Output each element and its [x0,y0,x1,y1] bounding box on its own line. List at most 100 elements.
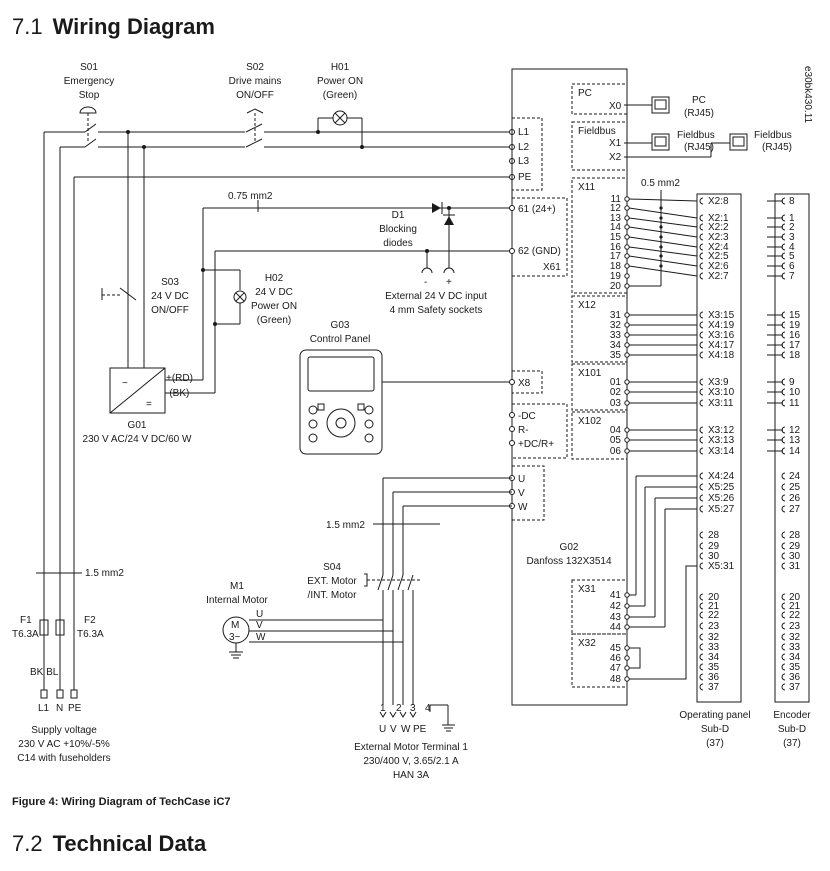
d1-label: D1 Blocking diodes [379,210,417,249]
enc-terminal-icon [781,494,786,502]
g03-name: Control Panel [310,334,371,345]
d1-id: D1 [392,210,405,221]
x12-group-box [571,295,628,363]
term-r-minus: R- [518,425,529,436]
signal-wire [628,226,698,238]
x12-pin-32: 32 [610,320,622,331]
mt-term-u: U [379,724,386,735]
figure-caption: Figure 4: Wiring Diagram of TechCase iC7 [12,796,231,808]
wire-15-motor-label: 1.5 mm2 [326,520,365,531]
enc-term-24: 24 [789,471,801,482]
x12-pin-31-terminal [624,312,630,318]
x11-pin-19: 19 [610,271,622,282]
enc-term-33: 33 [789,642,801,653]
section-number-2: 7.2 [12,831,43,856]
h02-id: H02 [265,273,284,284]
enc-term-10: 10 [789,387,801,398]
fieldbus-port-box [571,121,628,171]
s02-name: Drive mains [229,76,282,87]
op-term-32: 32 [708,632,720,643]
x12-pin-35: 35 [610,350,622,361]
op-term-x4-19: X4:19 [708,320,735,331]
enc-terminal-icon [781,593,786,601]
enc-term-20: 20 [789,592,801,603]
op-terminal-icon [699,388,704,396]
h02-desc: Power ON [251,301,297,312]
op-term-33: 33 [708,642,720,653]
enc-terminal-icon [781,633,786,641]
x11-pin-15-terminal [624,234,630,240]
mt-num-2: 2 [396,703,402,714]
enc-term-31: 31 [789,561,801,572]
enc-term-19: 19 [789,320,801,331]
x11-pin-15: 15 [610,232,622,243]
s03-name: 24 V DC [151,291,189,302]
x101-pin-03: 03 [610,398,622,409]
enc-term-7: 7 [789,271,795,282]
x102-pin-04-terminal [624,427,630,433]
op-terminal-icon [699,552,704,560]
op-term-34: 34 [708,652,720,663]
motor-symbol: M [231,620,239,631]
x11-pin-13-terminal [624,215,630,221]
fuse-f1-icon [39,619,49,636]
s01-label: S01 Emergency Stop [64,62,115,101]
motor-term-w: W [256,632,266,643]
signal-wire [628,265,698,277]
supply-line2: 230 V AC +10%/-5% [18,739,110,750]
enc-term-15: 15 [789,310,801,321]
x31-pin-42: 42 [610,601,622,612]
term-l2: L2 [518,142,530,153]
x32-pin-47: 47 [610,663,622,674]
op-term-x2-1: X2:1 [708,213,729,224]
supply-label: Supply voltage 230 V AC +10%/-5% C14 wit… [17,725,110,764]
enc-term-26: 26 [789,493,801,504]
g01-psu-box [109,367,166,414]
wire-075-label: 0.75 mm2 [228,191,273,202]
enc-term-14: 14 [789,446,801,457]
x102-pin-05: 05 [610,435,622,446]
term-v: V [518,488,525,499]
ext24-line1: External 24 V DC input [385,291,487,302]
encoder-subd [774,193,810,703]
x32-pin-45-terminal [624,645,630,651]
socket-plus: + [446,277,452,288]
term-l1: L1 [518,127,530,138]
op-term-20: 20 [708,592,720,603]
op-term-x5-27: X5:27 [708,504,735,515]
control-panel-icon [299,349,383,455]
x11-pin-16-terminal [624,244,630,250]
enc-term-29: 29 [789,541,801,552]
enc-terminal-icon [781,472,786,480]
f2-rating: T6.3A [77,629,104,640]
op-term-x2-6: X2:6 [708,261,729,272]
op-term-x2-8: X2:8 [708,196,729,207]
x31-pin-41: 41 [610,590,622,601]
op-term-x2-3: X2:3 [708,232,729,243]
term-u: U [518,474,525,485]
s03-desc: ON/OFF [151,305,189,316]
motor-term-u: U [256,609,263,620]
op-terminal-icon [699,341,704,349]
pc-port-box [571,83,628,115]
x12-pin-35-terminal [624,352,630,358]
enc-term-2: 2 [789,222,795,233]
x12-pin-34-terminal [624,342,630,348]
mt-term-w: W [401,724,411,735]
op-term-29: 29 [708,541,720,552]
rj45-fieldbus2-icon [729,133,748,151]
x31-pin-44-terminal [624,624,630,630]
safety-sockets-icon: - + [421,267,455,288]
op-terminal-icon [699,633,704,641]
x11-pin-18-terminal [624,263,630,269]
fieldbus2-label: Fieldbus [754,130,792,141]
op-terminal-icon [699,436,704,444]
supply-line3: C14 with fuseholders [17,753,110,764]
s03-label: S03 24 V DC ON/OFF [151,277,189,316]
f1-id: F1 [20,615,32,626]
op-terminal-icon [699,378,704,386]
wire-05-label: 0.5 mm2 [641,178,680,189]
motor-terminal-label: External Motor Terminal 1 230/400 V, 3.6… [354,742,468,781]
x31-pin-43: 43 [610,612,622,623]
